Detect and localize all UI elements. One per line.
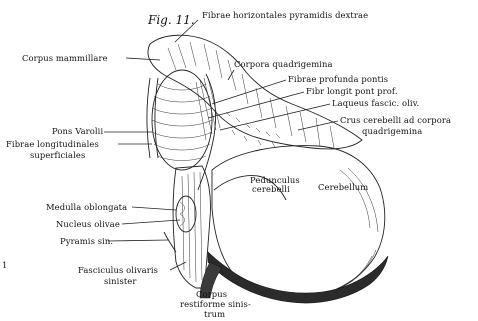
restiform-band xyxy=(208,252,388,303)
label-corpora-quadrigemina: Corpora quadrigemina xyxy=(234,59,333,69)
olive-folds xyxy=(180,202,185,226)
label-corpus-restiforme-2: restiforme sinis- xyxy=(180,299,251,309)
label-nucleus-olivae: Nucleus olivae xyxy=(56,219,120,229)
leader-corpus-mammillare xyxy=(126,58,160,60)
label-corpus-mammillare: Corpus mammillare xyxy=(22,53,108,63)
label-fibrae-horizontales: Fibrae horizontales pyramidis dextrae xyxy=(202,10,368,20)
label-fibrae-longitudinales-2: superficiales xyxy=(30,150,85,160)
label-laqueus: Laqueus fascic. oliv. xyxy=(332,98,419,108)
leader-pyramis xyxy=(108,240,168,241)
label-medulla: Medulla oblongata xyxy=(46,202,127,212)
label-cerebellum: Cerebellum xyxy=(318,182,368,192)
leader-laqueus xyxy=(220,104,330,130)
figure-number: Fig. 11. xyxy=(147,13,195,27)
label-fibrae-longitudinales-1: Fibrae longitudinales xyxy=(6,139,99,149)
label-pons-varolii: Pons Varolii xyxy=(52,126,103,136)
leader-nucleus-olivae xyxy=(122,220,180,224)
leader-fibr-longit xyxy=(208,92,304,118)
label-corpus-restiforme-1: Corpus xyxy=(196,289,227,299)
label-pedunculus-2: cerebelli xyxy=(252,184,290,194)
label-fibrae-profundae: Fibrae profunda pontis xyxy=(288,74,388,84)
label-corpus-restiforme-3: trum xyxy=(204,309,225,319)
label-fibr-longit: Fibr longit pont prof. xyxy=(306,86,398,96)
left-stem xyxy=(147,78,158,158)
leader-medulla xyxy=(132,207,176,210)
olive xyxy=(176,196,196,232)
label-crus-cerebelli-1: Crus cerebelli ad corpora xyxy=(340,115,451,125)
leader-fibrae-profundae xyxy=(212,80,286,104)
leader-crus-cerebelli xyxy=(298,121,338,130)
leader-lines xyxy=(104,20,338,270)
label-fasciculus-2: sinister xyxy=(104,276,136,286)
margin-mark: 1 xyxy=(2,260,7,270)
label-pyramis: Pyramis sin. xyxy=(60,236,113,246)
label-crus-cerebelli-2: quadrigemina xyxy=(362,126,422,136)
label-fasciculus-1: Fasciculus olivaris xyxy=(78,265,158,275)
